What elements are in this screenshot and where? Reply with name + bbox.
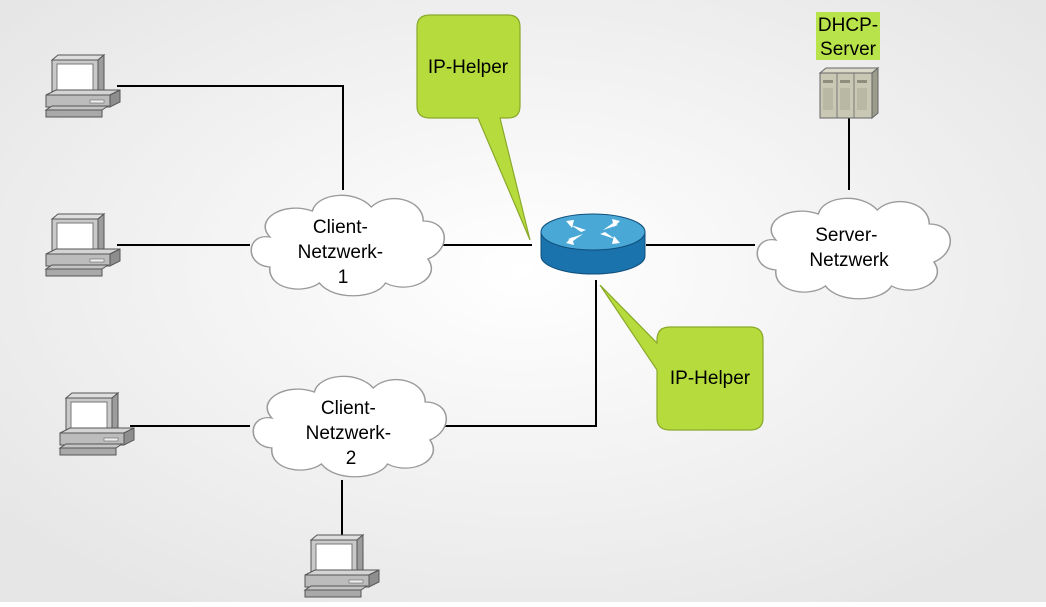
- cloud-client-network-2: Client- Netzwerk- 2: [252, 375, 448, 478]
- cloud-label-line: Client-: [313, 217, 368, 238]
- dhcp-label-line: DHCP-: [818, 15, 878, 36]
- server-tower-icon: [818, 66, 880, 120]
- cloud-label-line: Netzwerk: [809, 250, 889, 271]
- svg-text:Server- Netzwerk: Server- Netzwerk: [809, 225, 889, 271]
- callout-ip-helper-lower: IP-Helper: [599, 284, 764, 431]
- cloud-client-network-1: Client- Netzwerk- 1: [250, 194, 446, 297]
- cloud-label-line: Netzwerk-: [298, 242, 384, 263]
- cloud-label-line: Netzwerk-: [306, 423, 392, 444]
- svg-text:Client- Netzwerk-: Client- Netzwerk- 2: [306, 398, 397, 469]
- cloud-label-line: Client-: [321, 398, 376, 419]
- dhcp-server-label: DHCP- Server: [816, 12, 880, 60]
- cloud-label-line: 2: [346, 448, 357, 469]
- callout-label: IP-Helper: [670, 368, 751, 389]
- cloud-label-line: 1: [338, 267, 349, 288]
- cloud-server-network: Server- Netzwerk: [756, 197, 952, 300]
- link-router-client2: [438, 280, 597, 427]
- svg-text:Client- Netzwerk-: Client- Netzwerk- 1: [298, 217, 389, 288]
- link-pc1-client1: [117, 85, 344, 190]
- dhcp-label-line: Server: [820, 39, 877, 60]
- callout-ip-helper-upper: IP-Helper: [416, 14, 531, 241]
- callout-label: IP-Helper: [428, 57, 509, 78]
- cloud-label-line: Server-: [815, 225, 877, 246]
- connection-lines: [117, 85, 850, 538]
- router-icon: [540, 213, 646, 275]
